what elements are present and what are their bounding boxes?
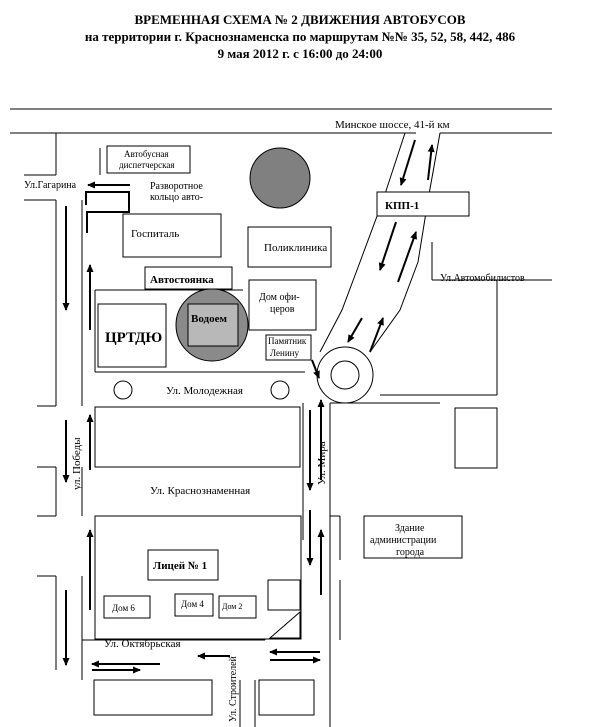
triangle-island <box>268 610 301 639</box>
label-crtdu: ЦРТДЮ <box>105 330 162 346</box>
house-2 <box>218 595 257 619</box>
block-small-mira <box>267 579 301 611</box>
label-avtomobilistov: Ул.Автомобилистов <box>440 273 525 284</box>
block-krasnoznamennaya <box>94 406 301 468</box>
label-lyceum: Лицей № 1 <box>153 560 207 572</box>
label-admin-1: Здание <box>395 523 425 534</box>
label-stroiteley: Ул. Строителей <box>228 655 239 722</box>
label-hospital: Госпиталь <box>131 228 179 240</box>
highway-lanes <box>319 132 441 353</box>
dispatch-building <box>106 145 191 174</box>
label-pobedy: ул. Победы <box>71 437 83 490</box>
label-monument-2: Ленину <box>270 348 299 358</box>
label-turnaround-2: кольцо авто- <box>150 192 203 203</box>
label-officers-1: Дом офи- <box>259 292 300 303</box>
block-bottom-left <box>93 679 213 716</box>
label-gagarina: Ул.Гагарина <box>24 180 77 191</box>
label-officers-2: церов <box>270 304 295 315</box>
label-dom2: Дом 2 <box>222 602 242 611</box>
label-pond: Водоем <box>191 313 227 325</box>
house-4 <box>174 593 214 617</box>
hospital-building <box>122 213 222 258</box>
label-turnaround-1: Разворотное <box>150 181 203 192</box>
small-circle-left <box>113 380 133 400</box>
label-polyclinic: Поликлиника <box>264 242 327 254</box>
officers-house <box>248 279 317 331</box>
label-monument-1: Памятник <box>268 336 307 346</box>
label-dispatch-2: диспетчерская <box>119 160 175 170</box>
label-mira: Ул. Мира <box>316 441 328 485</box>
label-dom4: Дом 4 <box>181 599 204 609</box>
label-admin-2: администрации <box>370 535 437 546</box>
buildings <box>93 145 498 716</box>
label-parking: Автостоянка <box>150 274 214 286</box>
label-dispatch-1: Автобусная <box>124 149 169 159</box>
bus-route-arrows <box>62 139 435 674</box>
polyclinic-building <box>247 226 332 268</box>
house-6 <box>103 595 151 619</box>
map-title-line-2: на территории г. Краснознаменска по марш… <box>84 29 516 44</box>
label-minskoe: Минское шоссе, 41-й км <box>335 119 450 131</box>
block-right-small <box>454 407 498 469</box>
label-kpp: КПП-1 <box>385 200 419 212</box>
road-outlines <box>10 108 552 727</box>
small-circle-right <box>270 380 290 400</box>
label-oktyabrskaya: Ул. Октябрьская <box>104 638 181 650</box>
map-title-line-3: 9 мая 2012 г. с 16:00 до 24:00 <box>217 46 383 61</box>
label-dom6: Дом 6 <box>112 603 135 613</box>
label-molodezhnaya: Ул. Молодежная <box>166 385 243 397</box>
pond-box <box>187 303 239 347</box>
lenin-monument <box>265 334 312 361</box>
lyceum-building <box>147 549 219 581</box>
label-krasnoznamennaya: Ул. Краснознаменная <box>150 485 250 497</box>
block-bottom-right <box>258 679 315 716</box>
roundabout <box>316 346 374 404</box>
map-title-line-1: ВРЕМЕННАЯ СХЕМА № 2 ДВИЖЕНИЯ АВТОБУСОВ <box>134 12 466 27</box>
parking-building <box>144 266 233 290</box>
admin-building <box>363 515 463 559</box>
gray-circle-top <box>249 147 311 209</box>
crtdu-building <box>97 303 167 368</box>
label-admin-3: города <box>396 547 425 558</box>
kpp-checkpoint <box>376 191 470 217</box>
